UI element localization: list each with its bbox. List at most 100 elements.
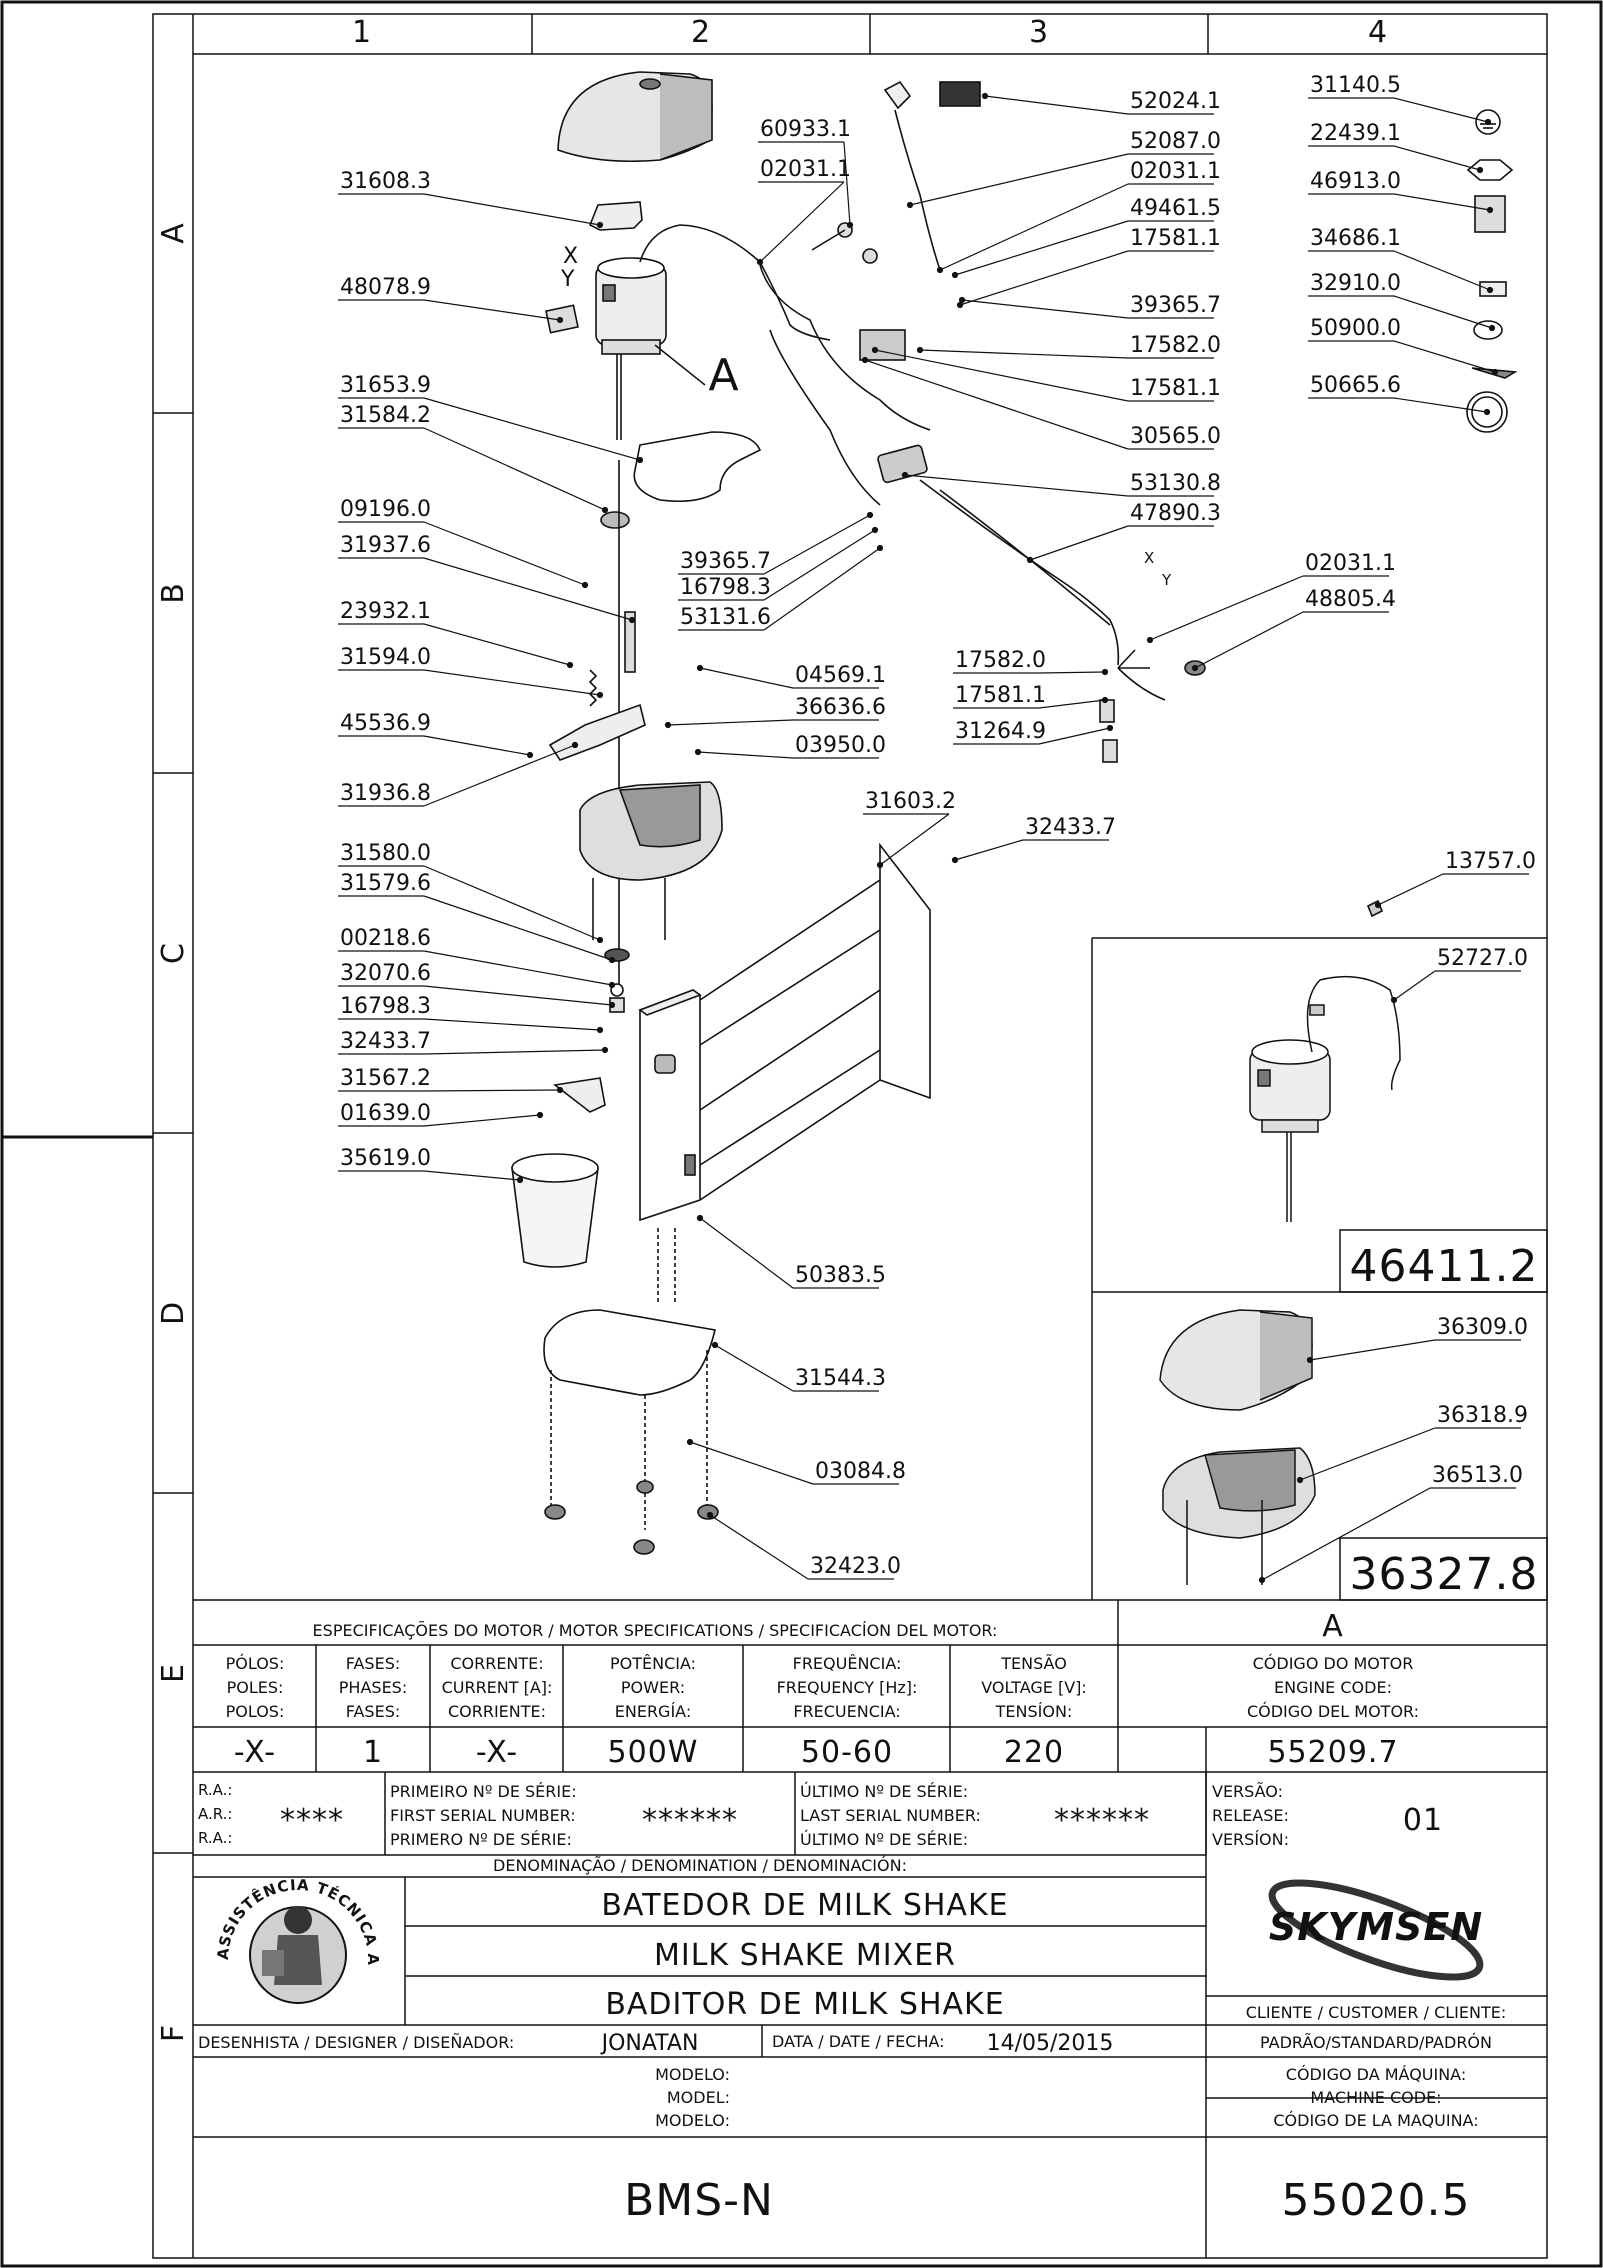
ra-value: **** xyxy=(280,1803,344,1838)
leader-arrow-tip xyxy=(516,1176,524,1184)
part-callout-31936-8: 31936.8 xyxy=(340,781,431,806)
part-callout-31579-6: 31579.6 xyxy=(340,871,431,896)
product-name-en: MILK SHAKE MIXER xyxy=(654,1938,956,1973)
part-callout-47890-3: 47890.3 xyxy=(1130,501,1221,526)
row-D: D xyxy=(156,1301,191,1325)
row-C: C xyxy=(156,942,191,964)
leader-line xyxy=(1393,250,1491,291)
version-label-3: VERSÍON: xyxy=(1212,1830,1289,1849)
spec-header-line: PÓLOS: xyxy=(226,1654,285,1673)
leader-arrow-tip xyxy=(951,856,959,864)
leader-arrow-tip xyxy=(871,526,879,534)
leader-line xyxy=(763,529,876,601)
leader-arrow-tip xyxy=(596,936,604,944)
motor-code-column-title: A xyxy=(1322,1609,1344,1644)
machine-code-value: 55020.5 xyxy=(1282,2175,1471,2226)
cable-label-x: X xyxy=(1144,549,1154,567)
leader-line xyxy=(423,1170,521,1181)
leader-line xyxy=(697,751,794,759)
part-callout-53130-8: 53130.8 xyxy=(1130,471,1221,496)
part-callout-16798-3: 16798.3 xyxy=(680,575,771,600)
leader-line xyxy=(423,1049,606,1055)
spec-header-line: PHASES: xyxy=(339,1678,407,1697)
capacitor-board xyxy=(859,329,906,361)
first-serial-label-3: PRIMERO Nº DE SÉRIE: xyxy=(390,1830,572,1849)
part-callout-31603-2: 31603.2 xyxy=(865,789,956,814)
last-serial-label-2: LAST SERIAL NUMBER: xyxy=(800,1806,981,1825)
leader-line xyxy=(423,985,613,1006)
part-callout-48805-4: 48805.4 xyxy=(1305,587,1396,612)
spec-header-line: CORRIENTE: xyxy=(448,1702,546,1721)
version-value: 01 xyxy=(1403,1803,1443,1838)
part-callout-32433-7: 32433.7 xyxy=(1025,815,1116,840)
leader-line xyxy=(1393,97,1489,123)
spec-header-line: TENSÍON: xyxy=(995,1702,1073,1721)
machine-code-label-3: CÓDIGO DE LA MAQUINA: xyxy=(1273,2111,1478,2130)
leader-line xyxy=(1393,970,1436,1001)
leader-arrow-tip xyxy=(628,616,636,624)
spec-value: 220 xyxy=(1004,1735,1064,1770)
row-E: E xyxy=(156,1663,191,1683)
leader-arrow-tip xyxy=(1483,408,1491,416)
spec-header-line: CORRENTE: xyxy=(450,1654,543,1673)
leader-arrow-tip xyxy=(1374,901,1382,909)
ra-label-2: A.R.: xyxy=(198,1805,232,1823)
spec-header-line: CÓDIGO DEL MOTOR: xyxy=(1247,1702,1419,1721)
leader-line xyxy=(879,813,950,866)
leader-arrow-tip xyxy=(1486,206,1494,214)
leader-line xyxy=(959,250,1129,306)
leader-line xyxy=(874,349,1129,402)
spec-header-line: ENGINE CODE: xyxy=(1274,1678,1392,1697)
leader-arrow-tip xyxy=(694,748,702,756)
leader-arrow-tip xyxy=(981,92,989,100)
leader-arrow-tip xyxy=(596,1026,604,1034)
leader-arrow-tip xyxy=(1491,368,1499,376)
column-2: 2 xyxy=(691,15,711,50)
leader-line xyxy=(423,895,613,961)
leader-line xyxy=(1194,611,1304,669)
leader-line xyxy=(1393,397,1488,413)
leader-arrow-tip xyxy=(1101,696,1109,704)
leader-line xyxy=(984,95,1129,115)
part-callout-34686-1: 34686.1 xyxy=(1310,226,1401,251)
leader-arrow-tip xyxy=(1101,668,1109,676)
leader-arrow-tip xyxy=(871,346,879,354)
leader-line xyxy=(667,719,794,726)
leader-arrow-tip xyxy=(566,661,574,669)
designer-label: DESENHISTA / DESIGNER / DISEÑADOR: xyxy=(198,2033,514,2052)
part-callout-16798-3: 16798.3 xyxy=(340,994,431,1019)
part-callout-17581-1: 17581.1 xyxy=(955,683,1046,708)
leader-arrow-tip xyxy=(1486,286,1494,294)
part-callout-17581-1: 17581.1 xyxy=(1130,226,1221,251)
column-index: 1 2 3 4 xyxy=(352,14,1387,54)
part-callout-49461-5: 49461.5 xyxy=(1130,196,1221,221)
leader-arrow-tip xyxy=(1258,1576,1266,1584)
spec-header-line: TENSÃO xyxy=(1000,1654,1067,1673)
leader-arrow-tip xyxy=(1026,556,1034,564)
first-serial-label-1: PRIMEIRO Nº DE SÉRIE: xyxy=(390,1782,577,1801)
part-callout-52727-0: 52727.0 xyxy=(1437,946,1528,971)
leader-line xyxy=(954,839,1024,861)
accessory-icons xyxy=(1466,109,1518,433)
leader-arrow-tip xyxy=(1191,664,1199,672)
model-value: BMS-N xyxy=(624,2175,774,2226)
last-serial-value: ****** xyxy=(1054,1803,1150,1838)
spec-header-line: FRECUENCIA: xyxy=(793,1702,900,1721)
leader-arrow-tip xyxy=(1106,724,1114,732)
ra-label-1: R.A.: xyxy=(198,1781,232,1799)
leader-arrow-tip xyxy=(696,664,704,672)
leader-line xyxy=(423,397,641,461)
leader-line xyxy=(919,349,1129,359)
leader-line xyxy=(423,669,601,696)
part-callout-31584-2: 31584.2 xyxy=(340,403,431,428)
wire-label-x: X xyxy=(563,244,578,269)
part-callout-31580-0: 31580.0 xyxy=(340,841,431,866)
leader-arrow-tip xyxy=(636,456,644,464)
product-name-pt: BATEDOR DE MILK SHAKE xyxy=(601,1888,1008,1923)
motor-spec-title: ESPECIFICAÇÕES DO MOTOR / MOTOR SPECIFIC… xyxy=(313,1621,998,1640)
detail-marker-A: A xyxy=(708,350,739,401)
leader-arrow-tip xyxy=(876,544,884,552)
leader-line xyxy=(1038,671,1106,674)
part-callout-17582-0: 17582.0 xyxy=(1130,333,1221,358)
product-name-es: BADITOR DE MILK SHAKE xyxy=(605,1987,1004,2022)
